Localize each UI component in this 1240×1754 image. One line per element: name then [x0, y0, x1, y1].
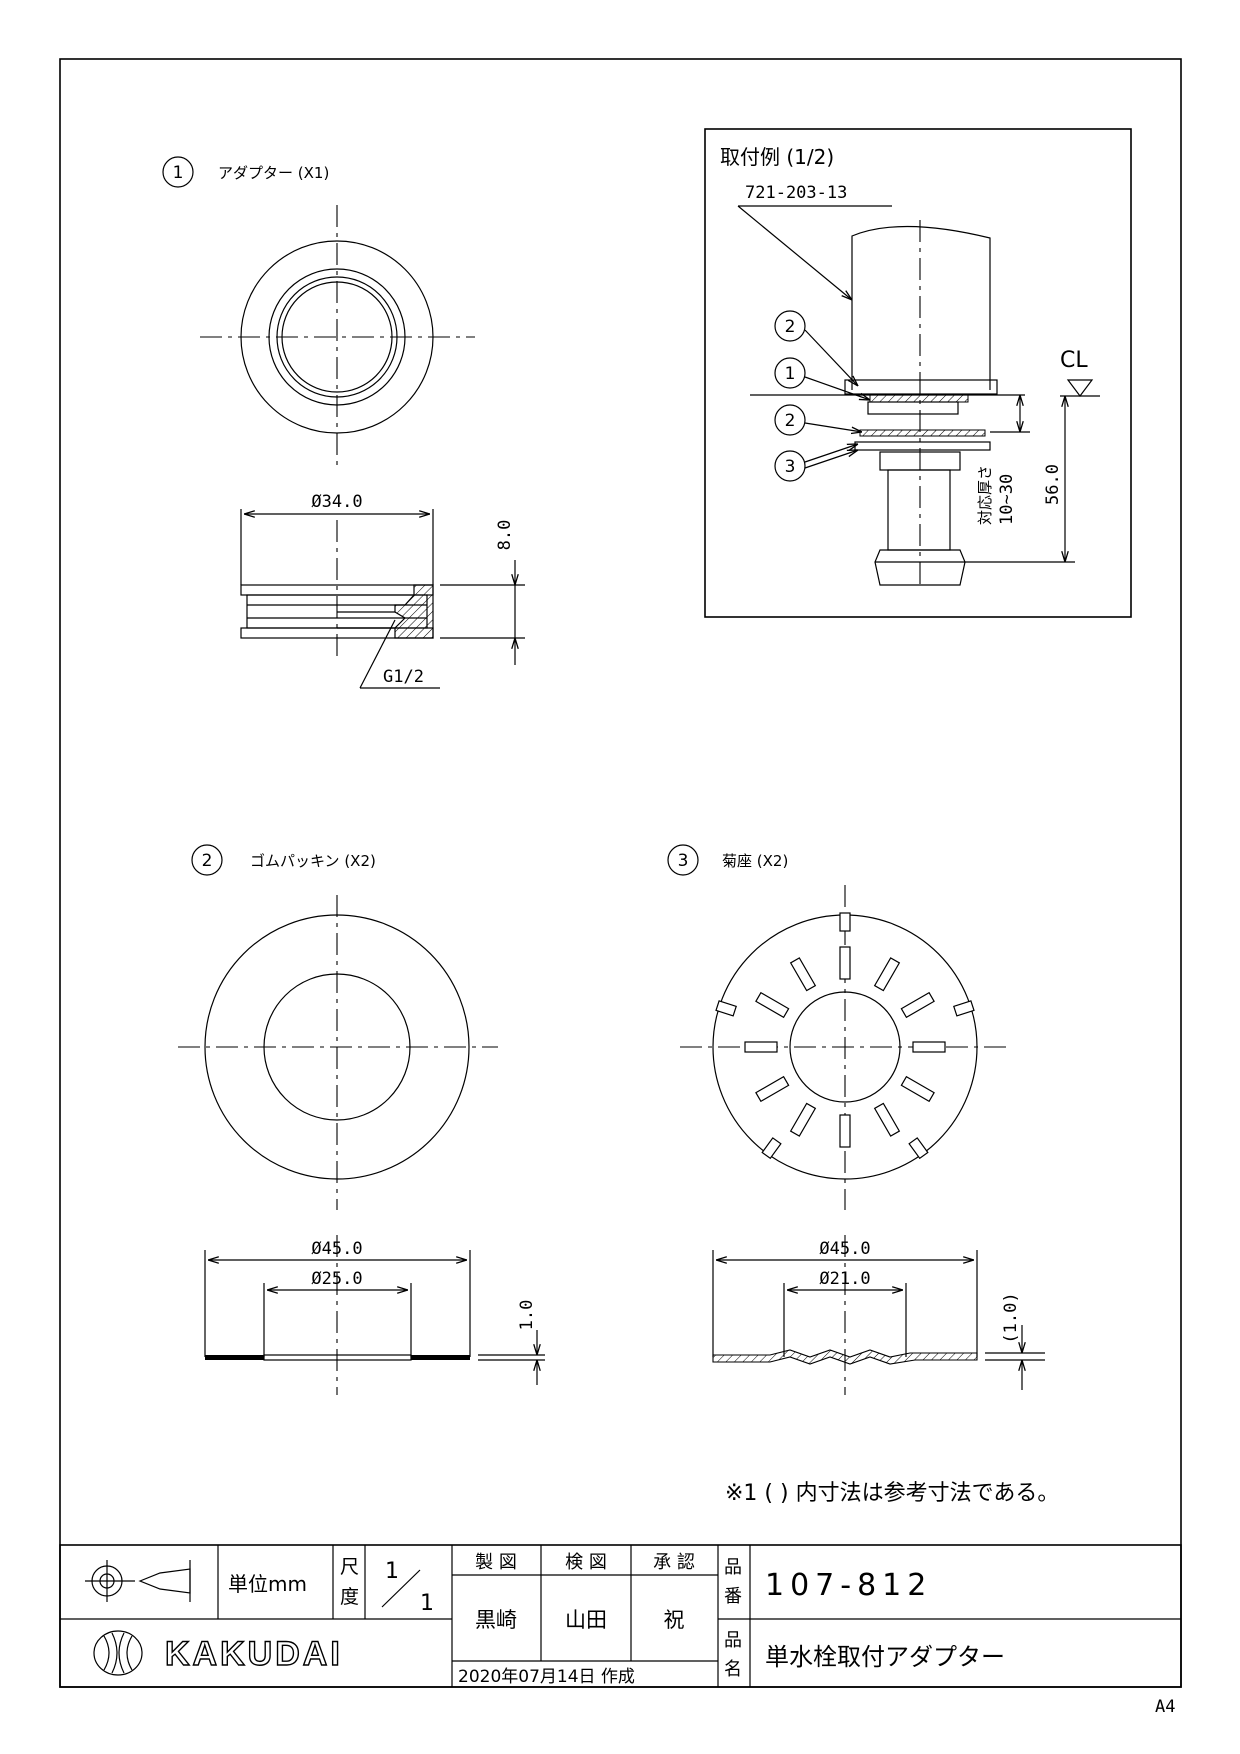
part-1-header: 1 アダプター (X1): [162, 156, 329, 188]
part-1-label: アダプター (X1): [218, 164, 329, 182]
washer-tooth: [839, 946, 851, 980]
p3-outer-dim: Ø45.0: [819, 1239, 870, 1259]
approved-header: 承 認: [653, 1552, 695, 1573]
washer-tooth: [839, 1114, 851, 1148]
p2-outer-dim: Ø45.0: [311, 1239, 362, 1259]
part-2-top-view: [178, 895, 498, 1210]
scale-label-2: 度: [340, 1586, 359, 1608]
example-cl: CL: [1060, 348, 1088, 373]
p2-inner-dim: Ø25.0: [311, 1269, 362, 1289]
part-3-label: 菊座 (X2): [722, 852, 788, 870]
checked-by: 山田: [565, 1608, 607, 1632]
part-2-section-view: Ø45.0 Ø25.0 1.0: [204, 1235, 545, 1395]
drawing-frame: [59, 58, 1182, 1688]
reference-note: ※1 ( ) 内寸法は参考寸法である。: [725, 1481, 1059, 1506]
kakudai-logo: KAKUDAI: [93, 1630, 343, 1676]
part-3-header: 3 菊座 (X2): [667, 844, 788, 876]
part-no-label-2: 番: [724, 1586, 742, 1607]
name-label-2: 名: [724, 1659, 742, 1680]
title-block: 単位mm 尺 度 1 1 製 図 検 図 承 認 黒崎 山田 祝 2020年07…: [59, 1544, 1182, 1688]
washer-tooth: [755, 1075, 790, 1103]
washer-tooth: [755, 991, 790, 1019]
part-3-number: 3: [678, 851, 689, 871]
p2-thick-dim: 1.0: [517, 1300, 537, 1331]
part-1-number: 1: [173, 163, 184, 183]
name-label-1: 品: [724, 1630, 742, 1651]
example-part-no: 721-203-13: [745, 183, 847, 203]
p3-inner-dim: Ø21.0: [819, 1269, 870, 1289]
part-1-top-view: [200, 205, 475, 465]
part-3-number-circle: [667, 844, 699, 876]
drawn-header: 製 図: [475, 1552, 517, 1573]
third-angle-projection-icon: [85, 1560, 191, 1602]
part-name: 単水栓取付アダプター: [765, 1643, 1005, 1671]
p1-dia-dim: Ø34.0: [311, 492, 362, 512]
drawn-by: 黒崎: [475, 1608, 517, 1632]
example-thickness-range: 10~30: [997, 474, 1017, 525]
part-2-number-circle: [191, 844, 223, 876]
washer-slot: [908, 1137, 929, 1160]
approved-by: 祝: [664, 1608, 685, 1632]
part-2-number: 2: [202, 851, 213, 871]
example-height: 56.0: [1043, 464, 1063, 505]
part-2-label: ゴムパッキン (X2): [250, 852, 376, 870]
scale-label-1: 尺: [340, 1556, 359, 1578]
p1-height-dim: 8.0: [495, 520, 515, 551]
company-name: KAKUDAI: [165, 1635, 343, 1673]
install-example: 取付例 (1/2) 721-203-13 2 1 2 3 CL: [704, 128, 1132, 618]
washer-slot: [761, 1137, 782, 1160]
example-thickness-label: 対応厚さ: [976, 465, 994, 525]
washer-tooth: [873, 1102, 901, 1137]
part-2-header: 2 ゴムパッキン (X2): [191, 844, 376, 876]
p1-thread-dim: G1/2: [383, 667, 424, 687]
date-created: 2020年07月14日 作成: [458, 1667, 635, 1687]
example-callout-3: 3: [785, 457, 796, 477]
part-3-section-view: Ø45.0 Ø21.0 (1.0): [712, 1235, 1045, 1395]
part-3-top-view: [680, 885, 1010, 1210]
unit-label: 単位mm: [228, 1572, 307, 1596]
washer-slot: [715, 1000, 737, 1017]
checked-header: 検 図: [565, 1552, 607, 1573]
part-1-section-view: Ø34.0 8.0 G1/2: [240, 492, 525, 689]
washer-tooth: [873, 957, 901, 992]
example-callout-1: 1: [785, 364, 796, 384]
washer-tooth: [789, 1102, 817, 1137]
part-1-number-circle: [162, 156, 194, 188]
washer-tooth: [900, 991, 935, 1019]
washer-tooth: [789, 957, 817, 992]
scale-numerator: 1: [385, 1559, 399, 1584]
washer-slot: [839, 912, 851, 932]
example-callout-2b: 2: [785, 411, 796, 431]
example-callout-2a: 2: [785, 317, 796, 337]
part-number: 107-812: [765, 1568, 932, 1603]
p3-thick-dim: (1.0): [1001, 1292, 1021, 1343]
part-no-label-1: 品: [724, 1557, 742, 1578]
scale-denominator: 1: [420, 1591, 434, 1616]
example-title: 取付例 (1/2): [720, 145, 834, 169]
paper-size: A4: [1155, 1697, 1175, 1717]
washer-tooth: [900, 1075, 935, 1103]
washer-tooth: [744, 1041, 778, 1053]
washer-slot: [953, 1000, 975, 1017]
washer-tooth: [912, 1041, 946, 1053]
